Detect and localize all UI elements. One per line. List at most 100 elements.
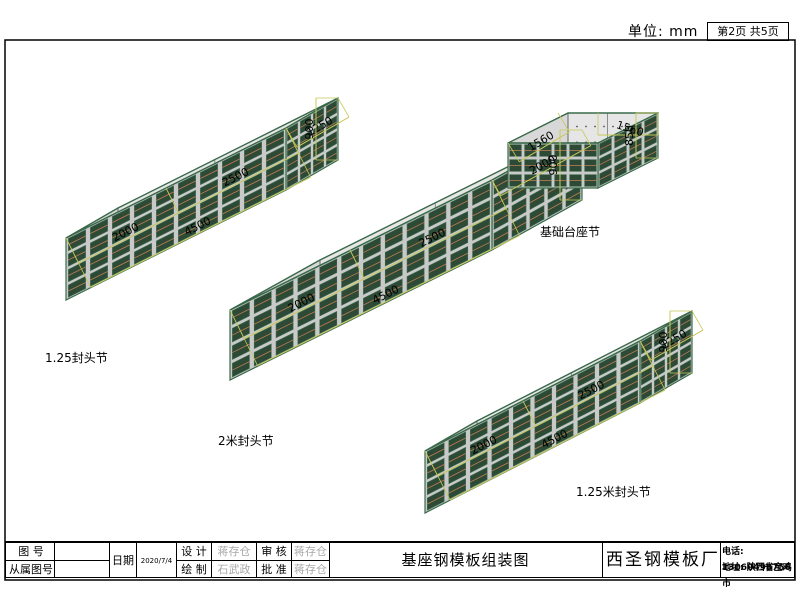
assembly-2-box-front-face-accent xyxy=(275,304,294,314)
caption-1: 1.25封头节 xyxy=(45,351,108,365)
assembly-3-box-front-face-accent xyxy=(556,413,574,423)
assembly-3-box-end-face-accent xyxy=(680,350,691,357)
assembly-3-box-end-face-accent xyxy=(654,349,665,357)
assembly-2-box-front-face-accent xyxy=(406,239,425,249)
dim-4-length-ext xyxy=(557,112,570,133)
assembly-4-box-bolt xyxy=(603,125,605,128)
assembly-1-box-front-face-accent xyxy=(134,218,152,228)
dim-3-width-line xyxy=(650,329,704,361)
assembly-2-box-end-face-accent xyxy=(493,214,509,223)
assembly-1-box-front-face-accent xyxy=(266,136,284,146)
assembly-4-box-end-face-accent xyxy=(599,173,612,181)
assembly-1-box-front-face-accent xyxy=(222,189,240,199)
assembly-1-box-front-face-accent xyxy=(112,244,130,254)
assembly-1-box-front-face-accent xyxy=(266,167,284,177)
design-label: 设 计 xyxy=(181,545,207,558)
assembly-3-box-front-face-accent xyxy=(599,376,617,386)
assembly-1-box-front-face-accent xyxy=(200,169,218,179)
dim-1-width-line xyxy=(296,116,350,148)
assembly-2-box-front-face-accent xyxy=(297,328,316,338)
dim-2-total-line xyxy=(257,235,520,366)
assembly-3-box-front-face-accent xyxy=(513,435,531,445)
dim-2-width-ext xyxy=(491,179,502,196)
assembly-2-box-front-face-accent xyxy=(341,307,359,317)
assembly-1-box-end-face-accent xyxy=(313,160,324,167)
dim-2-seg-a-line xyxy=(244,278,365,340)
assembly-2-box-front-face-accent xyxy=(450,200,468,210)
assembly-2-box-front-face-accent xyxy=(254,332,272,343)
assembly-2-box-front-face-accent xyxy=(275,339,294,349)
dim-3-width-ext xyxy=(639,340,652,361)
assembly-3-box-front-face-accent xyxy=(620,380,638,390)
assembly-3-box-front-face-accent xyxy=(491,415,509,425)
caption-4: 基础台座节 xyxy=(540,224,600,239)
assembly-3-box-front-face-accent xyxy=(513,451,531,461)
title-block: 图 号 从属图号 日期 2020/7/4 设 计 蒋存仓 绘 制 石武政 审 核… xyxy=(5,541,795,589)
dim-3-seg-b-ext xyxy=(522,400,537,427)
assembly-1-box-front-face-accent xyxy=(266,152,284,162)
caption-3: 1.25米封头节 xyxy=(576,485,651,499)
assembly-3-box-front-face-accent xyxy=(534,409,552,419)
assembly-1-box-front-face-accent xyxy=(200,185,218,195)
assembly-2-box-front-face-accent xyxy=(385,267,403,278)
company-phone: 电话: 13060498756 xyxy=(722,547,791,573)
assembly-3-box-front-face-accent xyxy=(470,426,488,436)
assembly-1-box-end-face-accent xyxy=(326,121,337,129)
dim-3-width-ext xyxy=(691,310,704,331)
assembly-1-box-front-face-accent xyxy=(156,191,174,201)
draw-label: 绘 制 xyxy=(181,563,207,576)
assembly-2-box-front-face-accent xyxy=(319,265,337,275)
assembly-2-box-front-face-accent xyxy=(232,326,250,336)
assembly-2-box-front-face-accent xyxy=(428,263,447,273)
assembly-2-box-front-face-accent xyxy=(472,207,490,217)
assembly-1-box-front-face-accent xyxy=(90,224,108,234)
assembly-3-box-end-face-accent xyxy=(680,334,691,342)
assembly-1-box-front-face-accent xyxy=(178,211,196,221)
assembly-2-box-front-face-accent xyxy=(406,274,425,284)
assembly-2-box-end-face-accent xyxy=(511,187,527,196)
assembly-3-box-front-face-accent xyxy=(491,446,509,456)
assembly-2-box-end-face-accent xyxy=(493,179,509,188)
assembly-4-box-end-face-accent xyxy=(614,135,627,143)
assembly-1-box-front-face-accent xyxy=(112,260,130,270)
assembly-3-box-front-face-accent xyxy=(556,398,574,408)
assembly-3-box-front-face-accent xyxy=(427,448,445,458)
assembly-2-box-end-face-accent xyxy=(547,202,563,211)
assembly-3-box-front-face-accent xyxy=(534,393,552,403)
assembly-1-box-front-face-accent xyxy=(244,147,262,157)
assembly-1-box-front-face-accent xyxy=(112,213,130,223)
assembly-1-box-front-face-accent xyxy=(90,255,108,265)
assembly-2-box-front-face-accent xyxy=(232,308,250,318)
assembly-2-box-front-face-accent xyxy=(406,222,425,232)
assembly-4-box-bolt xyxy=(612,125,614,128)
assembly-1-box-end-face-accent xyxy=(313,144,324,152)
dim-4-length-ext xyxy=(507,142,520,163)
assembly-2-box-front-face-accent xyxy=(275,322,294,332)
assembly-1-box xyxy=(65,96,339,301)
assembly-2-box-front-face-accent xyxy=(363,296,381,306)
assembly-2-box-front-face-accent xyxy=(450,252,468,263)
unit-label: 单位: mm xyxy=(628,24,699,40)
assembly-1-box-front-face-accent xyxy=(134,202,152,212)
assembly-1-box-end-face-accent xyxy=(287,159,298,167)
assembly-3-box-end-face-accent xyxy=(680,365,691,373)
assembly-1-box-front-face-accent xyxy=(156,238,174,248)
dim-3-height: 900 xyxy=(657,332,670,353)
assembly-1-box-front-face-accent xyxy=(68,235,86,245)
assembly-1-box-front-face-accent xyxy=(156,222,174,232)
company-address: 地址: 陕西省宝鸡市 xyxy=(722,563,792,589)
assembly-2-box-front-face-accent xyxy=(319,282,337,293)
dim-3-seg-b-line xyxy=(535,365,654,427)
assembly-3-box-front-face-accent xyxy=(556,382,574,392)
dim-2-seg-b-ext xyxy=(349,249,365,279)
assembly-1-box-front-face-accent xyxy=(68,282,86,292)
drawing-no-label: 图 号 xyxy=(18,545,44,558)
assembly-1-box-front-face-accent xyxy=(244,194,262,204)
dim-2-seg-a-ext xyxy=(229,309,245,339)
assembly-3-box-front-face-accent xyxy=(534,440,552,450)
assembly-1-box-front-face-accent xyxy=(68,251,86,261)
assembly-1-box-front-face-accent xyxy=(222,205,240,215)
assembly-2-box-end-face-accent xyxy=(529,212,545,221)
assembly-2-box-front-face-accent xyxy=(363,278,381,288)
